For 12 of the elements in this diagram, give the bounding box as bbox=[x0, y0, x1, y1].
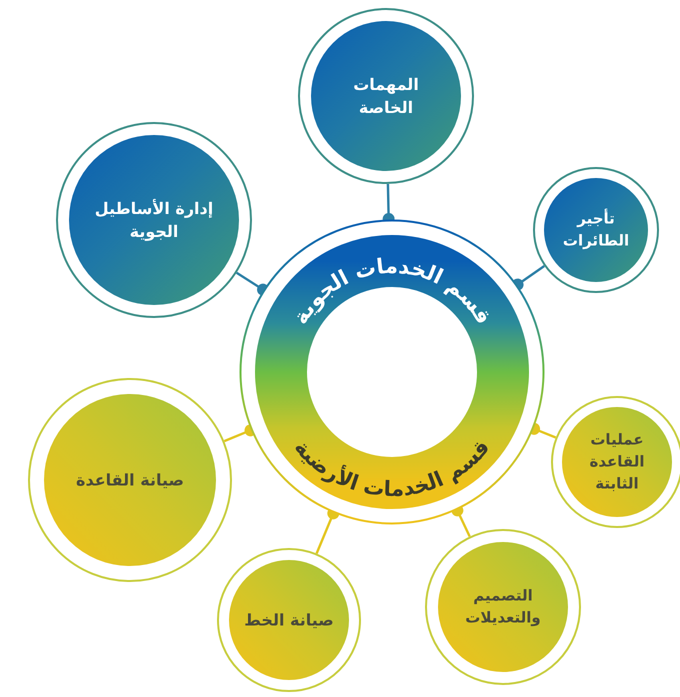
node-label: إدارة الأساطيل الجوية bbox=[94, 198, 214, 243]
connector-line bbox=[236, 272, 270, 296]
ring-label: قسم الخدمات الجوية bbox=[288, 254, 496, 328]
node-label: صيانة الخط bbox=[244, 609, 334, 632]
node-label: عمليات القاعدة الثابتة bbox=[588, 429, 646, 494]
node-label: صيانة القاعدة bbox=[75, 469, 185, 492]
node-label: المهمات الخاصة bbox=[352, 74, 420, 119]
ring-label: قسم الخدمات الأرضية bbox=[290, 435, 494, 502]
node-label: التصميم والتعديلات bbox=[464, 585, 542, 628]
connector-line bbox=[512, 265, 545, 291]
ring-node bbox=[239, 219, 545, 525]
node-label: تأجير الطائرات bbox=[562, 208, 630, 252]
